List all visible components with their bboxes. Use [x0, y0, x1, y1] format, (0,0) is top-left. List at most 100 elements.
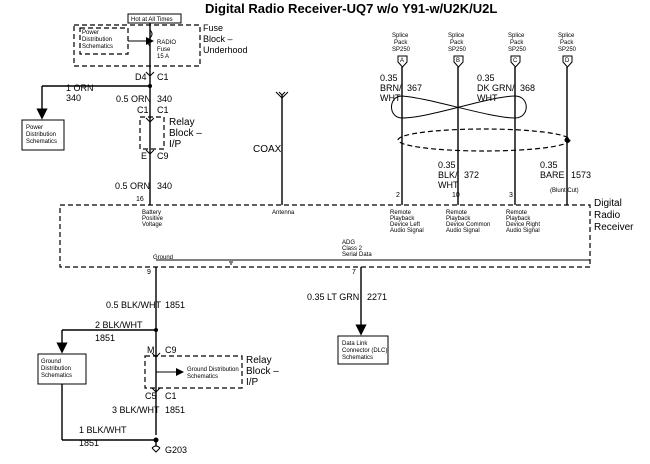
wire-05-orn-a: 0.5 ORN: [116, 94, 151, 104]
power-dist-top-2: Distribution: [82, 37, 112, 43]
brn-color-2: WHT: [380, 93, 401, 103]
wire-3-blkwht-circuit: 1851: [165, 405, 185, 415]
module-name-1: Digital: [594, 198, 622, 209]
connector-e: E: [141, 151, 147, 161]
relay-low-bottom-symbol: [151, 387, 161, 393]
splice-c-1: Splice: [508, 33, 525, 39]
splice-b-1: Splice: [448, 33, 465, 39]
relay-block-top-3: I/P: [169, 139, 182, 150]
blk-circuit: 372: [464, 170, 479, 180]
bare-circuit: 1573: [571, 170, 591, 180]
shield-ellipse: [397, 128, 571, 152]
splice-d-1: Splice: [558, 33, 575, 39]
radio-fuse-label-2: Fuse: [157, 47, 171, 53]
blk-color-2: WHT: [438, 180, 459, 190]
wire-ltgrn: 0.35 LT GRN: [307, 292, 359, 302]
blk-gauge: 0.35: [438, 160, 456, 170]
pin3-label-3: Device Right: [506, 222, 540, 228]
fuse-block-label-1: Fuse: [203, 23, 223, 33]
fuse-block-underhood-outline: [73, 24, 201, 67]
pin2-label-2: Playback: [390, 216, 415, 222]
adg-label-3: Serial Data: [342, 252, 372, 258]
pin10-label-1: Remote: [446, 210, 468, 216]
ground-dist-left-1: Ground: [41, 359, 61, 365]
splice-d-2: Pack: [560, 40, 574, 46]
relay-block-top-outline: [139, 116, 165, 150]
relay-block-low-outline: [144, 355, 243, 389]
pin-3: 3: [509, 192, 513, 199]
dlc-box: [337, 335, 389, 365]
power-dist-left-3: Schematics: [26, 139, 57, 145]
connector-c1-relay-right: C1: [157, 105, 169, 115]
brn-gauge: 0.35: [380, 73, 398, 83]
wire-2-blkwht-circuit: 1851: [95, 333, 115, 343]
pin-7: 7: [352, 269, 356, 276]
ground-dist-relay-2: Schematics: [187, 374, 218, 380]
radio-fuse-label-3: 15 A: [157, 54, 169, 60]
antenna-icon: [275, 91, 289, 99]
g203-label: G203: [165, 445, 187, 455]
fuse-block-label-2: Block –: [203, 34, 233, 44]
pin2-label-1: Remote: [390, 210, 412, 216]
relay-top-bottom-symbol: [145, 149, 155, 155]
dkgrn-color-1: DK GRN/: [477, 83, 515, 93]
blunt-cut-label: (Blunt Cut): [550, 188, 579, 194]
power-dist-left-2: Distribution: [26, 132, 56, 138]
pin10-label-4: Audio Signal: [446, 228, 480, 234]
splice-c-icon: [510, 55, 521, 68]
splice-a-2: Pack: [394, 40, 408, 46]
splice-b-letter: B: [456, 58, 460, 64]
wire-05-orn-b-circuit: 340: [157, 181, 172, 191]
dlc-label-2: Connector (DLC): [342, 348, 387, 354]
ground-dist-relay-1: Ground Distribution: [187, 367, 239, 373]
relay-block-low-1: Relay: [246, 355, 272, 366]
splice-b-3: SP250: [448, 47, 467, 53]
fuse-block-label-3: Underhood: [203, 45, 248, 55]
hot-at-all-times-label: Hot at All Times: [131, 17, 173, 23]
relay-block-top-2: Block –: [169, 128, 202, 139]
splice-a-1: Splice: [392, 33, 409, 39]
pin3-label-4: Audio Signal: [506, 228, 540, 234]
fuse-icon: [147, 29, 153, 47]
wire-2-blkwht: 2 BLK/WHT: [95, 320, 143, 330]
power-dist-left-1: Power: [26, 125, 43, 131]
wire-05-orn-a-circuit: 340: [157, 94, 172, 104]
connector-c9-top: C9: [157, 151, 169, 161]
dkgrn-circuit: 368: [520, 83, 535, 93]
ground-dist-left-2: Distribution: [41, 366, 71, 372]
splice-c-3: SP250: [508, 47, 527, 53]
connector-c1-low: C1: [165, 391, 177, 401]
shield-drain-dot: [564, 137, 570, 143]
wire-1-blkwht-circuit: 1851: [79, 438, 99, 448]
blk-color-1: BLK/: [438, 170, 458, 180]
brn-color-1: BRN/: [380, 83, 402, 93]
dlc-label-3: Schematics: [342, 355, 373, 361]
pin10-label-2: Playback: [446, 216, 471, 222]
splice-b-icon: [453, 55, 464, 68]
connector-c1-relay-left: C1: [137, 105, 149, 115]
antenna-label: Antenna: [272, 210, 295, 216]
pin-10: 10: [452, 192, 460, 199]
relay-block-low-3: I/P: [246, 377, 259, 388]
wire-05-blkwht-circuit: 1851: [165, 300, 185, 310]
wire-1-blkwht: 1 BLK/WHT: [79, 425, 127, 435]
g203-ground-icon: [151, 445, 161, 453]
orn-splice-dot: [148, 84, 152, 88]
dlc-label-1: Data Link: [342, 341, 368, 347]
pin2-label-4: Audio Signal: [390, 228, 424, 234]
hot-at-all-times-box: [127, 13, 182, 24]
splice-a-letter: A: [400, 58, 404, 64]
power-dist-top-1: Power: [82, 30, 99, 36]
pin16-label-1: Battery: [142, 210, 161, 216]
diagram-title: Digital Radio Receiver-UQ7 w/o Y91-w/U2K…: [205, 1, 497, 16]
wire-05-blkwht: 0.5 BLK/WHT: [106, 300, 162, 310]
splice-a-icon: [397, 55, 408, 68]
wire-ltgrn-circuit: 2271: [367, 292, 387, 302]
splice-d-3: SP250: [558, 47, 577, 53]
splice-d-letter: D: [565, 58, 570, 64]
module-name-2: Radio: [594, 210, 621, 221]
pin2-label-3: Device Left: [390, 222, 420, 228]
splice-d-icon: [562, 55, 573, 68]
module-name-3: Receiver: [594, 222, 634, 233]
pin-9: 9: [147, 269, 151, 276]
